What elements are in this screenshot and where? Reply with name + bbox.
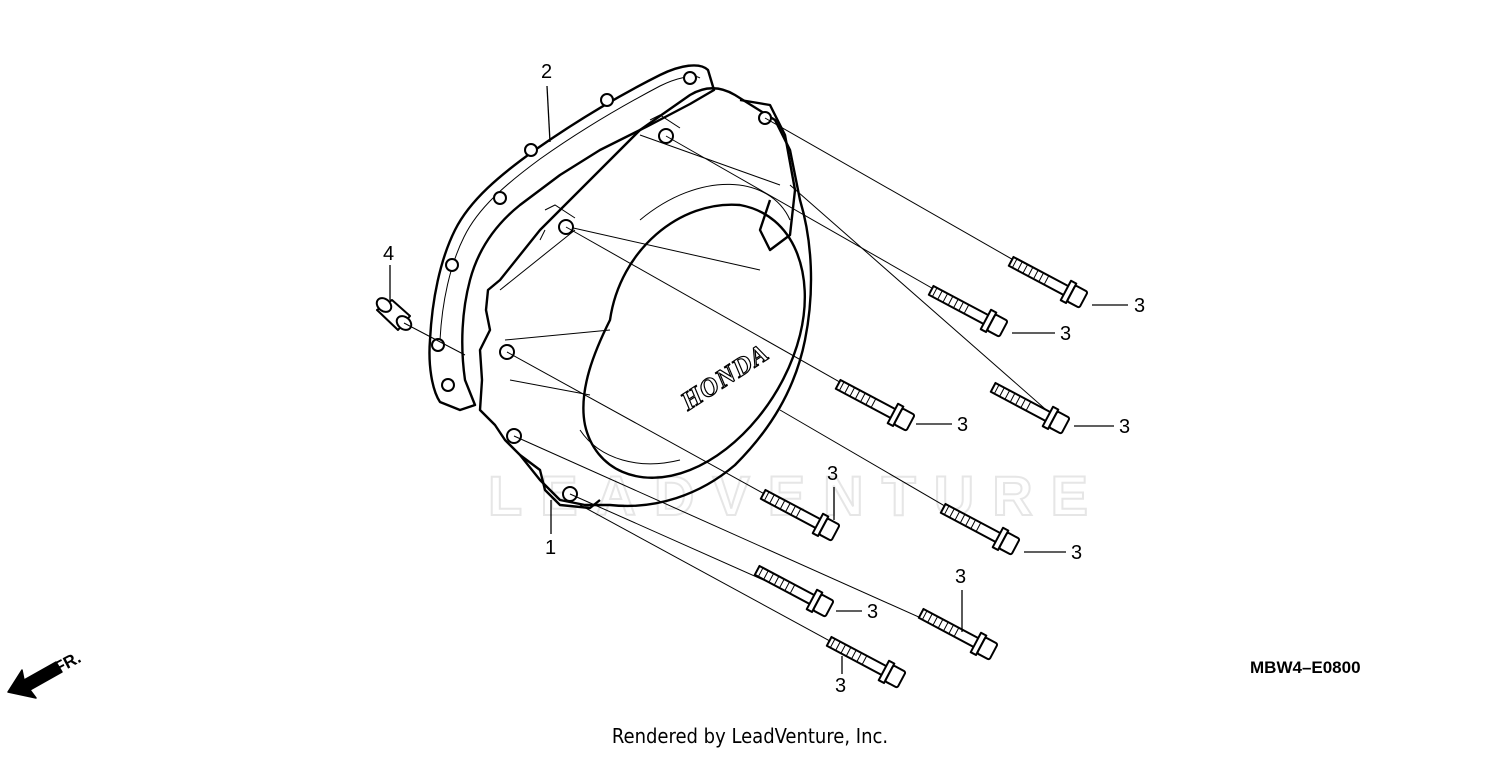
honda-logo: HONDA <box>675 338 775 417</box>
callout-3: 3 <box>1071 542 1082 564</box>
callout-leaders <box>389 85 1128 674</box>
footer-credit: Rendered by LeadVenture, Inc. <box>612 724 888 748</box>
gasket-part-2[interactable] <box>428 64 716 412</box>
callout-4: 4 <box>383 243 394 265</box>
callout-3: 3 <box>1119 416 1130 438</box>
callout-3: 3 <box>867 601 878 623</box>
callout-3: 3 <box>827 463 838 485</box>
bolt <box>939 502 1021 556</box>
bolt <box>825 635 907 689</box>
bolt <box>759 488 841 542</box>
bolt <box>1007 255 1089 309</box>
bolt <box>989 381 1071 435</box>
callout-3: 3 <box>957 414 968 436</box>
front-direction-arrow-icon: FR. <box>7 648 84 699</box>
callouts: 2 4 1 3 3 3 3 3 3 3 3 3 <box>383 61 1145 697</box>
callout-1: 1 <box>545 537 556 559</box>
diagram-code: MBW4–E0800 <box>1250 658 1361 677</box>
callout-3: 3 <box>835 675 846 697</box>
callout-3: 3 <box>955 566 966 588</box>
bolt <box>927 284 1009 338</box>
callout-3: 3 <box>1060 323 1071 345</box>
callout-3: 3 <box>1134 295 1145 317</box>
bolts-part-3[interactable] <box>752 252 1089 690</box>
watermark: LEADVENTURE <box>488 464 1106 527</box>
bolt <box>753 564 835 618</box>
bolt <box>834 378 916 432</box>
collar-part-4[interactable] <box>374 295 414 332</box>
callout-2: 2 <box>541 61 552 83</box>
bolt <box>917 607 999 661</box>
